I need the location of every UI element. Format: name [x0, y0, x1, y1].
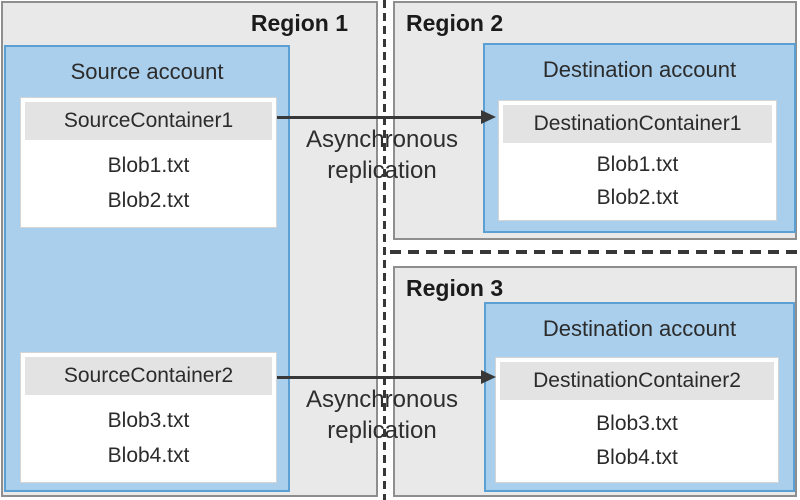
- destination-account-region2-label: Destination account: [542, 57, 737, 82]
- blob-item: Blob3.txt: [107, 408, 190, 432]
- replication-arrow-1-line: [277, 116, 482, 119]
- region-2-label: Region 2: [406, 10, 504, 36]
- source-container-1-name: SourceContainer1: [25, 102, 272, 140]
- replication-arrow-2-label: Asynchronous replication: [305, 386, 459, 444]
- destination-container-1: DestinationContainer1 Blob1.txt Blob2.tx…: [498, 100, 777, 221]
- region-1-label: Region 1: [250, 10, 348, 36]
- blob-item: Blob4.txt: [596, 446, 678, 469]
- blob-item: Blob2.txt: [107, 189, 190, 213]
- vertical-dashed-divider: [383, 0, 386, 500]
- replication-arrow-1-head: [481, 110, 496, 124]
- destination-container-2-name: DestinationContainer2: [500, 362, 774, 400]
- blob-item: Blob2.txt: [596, 185, 679, 209]
- destination-account-region3-label: Destination account: [542, 316, 737, 341]
- source-account-label: Source account: [70, 59, 224, 84]
- source-container-2-name: SourceContainer2: [25, 357, 272, 395]
- source-container-2: SourceContainer2 Blob3.txt Blob4.txt: [20, 352, 277, 483]
- replication-arrow-1-label: Asynchronous replication: [305, 126, 459, 184]
- source-container-2-blobs: Blob3.txt Blob4.txt: [21, 395, 276, 482]
- source-container-1: SourceContainer1 Blob1.txt Blob2.txt: [20, 97, 277, 228]
- blob-item: Blob1.txt: [107, 153, 190, 177]
- source-container-1-blobs: Blob1.txt Blob2.txt: [21, 140, 276, 227]
- destination-container-1-blobs: Blob1.txt Blob2.txt: [499, 143, 776, 220]
- replication-arrow-2-line: [277, 376, 482, 379]
- blob-item: Blob3.txt: [596, 412, 678, 435]
- blob-item: Blob4.txt: [107, 444, 190, 468]
- horizontal-dashed-divider: [390, 250, 800, 254]
- destination-container-2: DestinationContainer2 Blob3.txt Blob4.tx…: [495, 357, 779, 483]
- destination-container-1-name: DestinationContainer1: [503, 105, 772, 143]
- replication-arrow-2-head: [481, 370, 496, 384]
- destination-container-2-blobs: Blob3.txt Blob4.txt: [496, 400, 778, 482]
- blob-item: Blob1.txt: [596, 153, 679, 177]
- region-3-label: Region 3: [406, 275, 504, 301]
